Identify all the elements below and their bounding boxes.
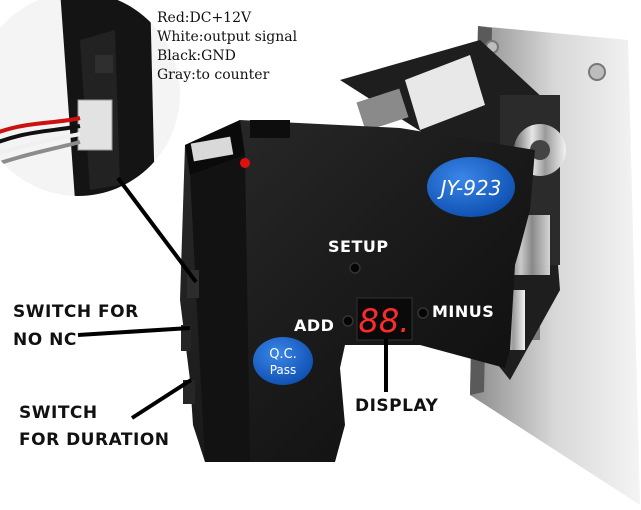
brand-badge-text: JY-923 <box>437 176 502 200</box>
led-indicator <box>240 158 250 168</box>
legend-white: White:output signal <box>157 29 298 45</box>
switch-no-nc-label-line1: SWITCH FOR <box>13 302 139 322</box>
qc-pass-sticker: Q.C. Pass <box>253 337 313 385</box>
display-digits: 88. <box>359 302 410 340</box>
setup-label: SETUP <box>328 237 389 256</box>
no-nc-switch[interactable] <box>181 325 191 351</box>
switch-no-nc-label-line2: NO NC <box>13 330 77 350</box>
pointer-lines <box>77 176 388 420</box>
wire-magnifier-inset <box>0 0 180 196</box>
duration-switch[interactable] <box>183 380 195 404</box>
qc-line1: Q.C. <box>269 347 297 362</box>
switch-duration-label-line2: FOR DURATION <box>19 430 170 450</box>
qc-line2: Pass <box>270 363 297 377</box>
led-display <box>356 297 413 341</box>
setup-button[interactable] <box>349 262 361 274</box>
add-label: ADD <box>294 316 335 335</box>
minus-label: MINUS <box>432 302 495 321</box>
minus-button[interactable] <box>417 307 429 319</box>
add-button[interactable] <box>342 315 354 327</box>
legend-gray: Gray:to counter <box>157 67 270 83</box>
legend-red: Red:DC+12V <box>157 10 252 26</box>
switch-duration-label-line1: SWITCH <box>19 403 98 423</box>
legend-black: Black:GND <box>157 48 236 64</box>
brand-badge: JY-923 <box>427 157 515 217</box>
display-label: DISPLAY <box>355 396 439 416</box>
